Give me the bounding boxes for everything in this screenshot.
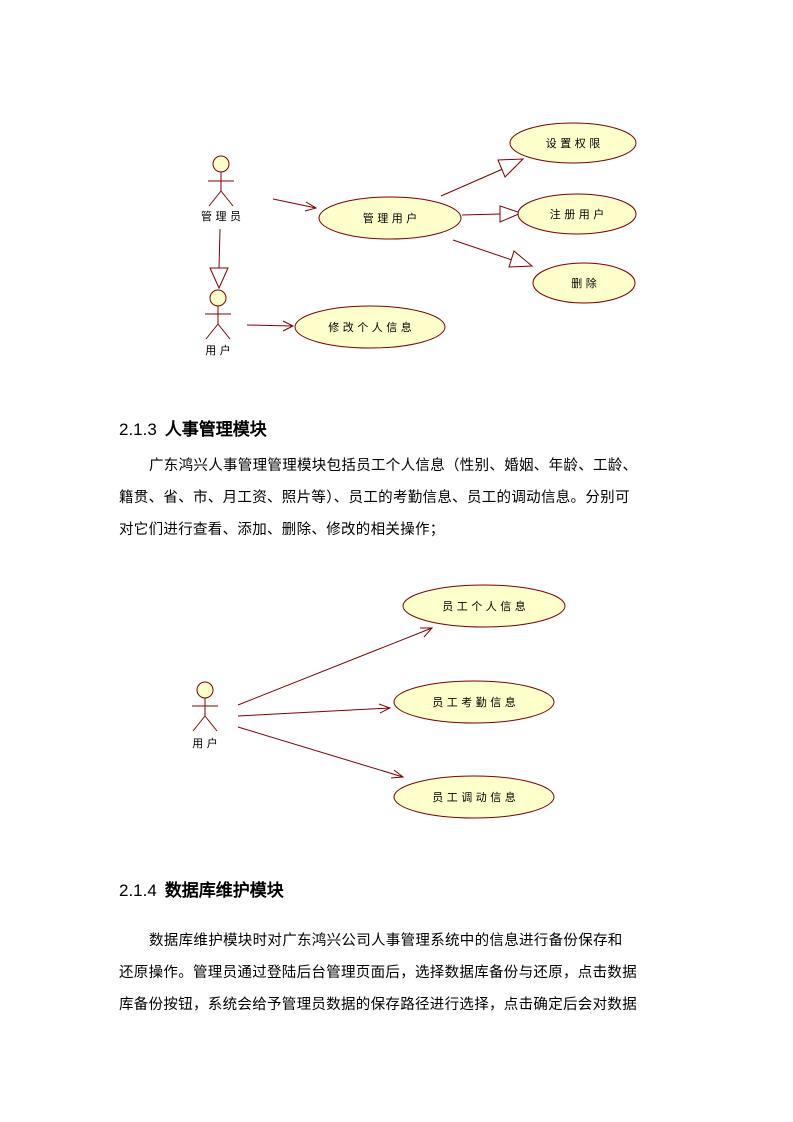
actor-user-label: 用 户 — [192, 736, 218, 750]
usecase-manage-users-label: 管 理 用 户 — [363, 211, 418, 225]
usecase-edit-info: 修 改 个 人 信 息 — [294, 305, 446, 349]
paragraph-line: 籍贯、省、市、月工资、照片等）、员工的考勤信息、员工的调动信息。分别可 — [119, 490, 630, 506]
actor-admin-label: 管 理 员 — [201, 209, 241, 223]
use-case-diagram-personnel: 用 户 员 工 个 人 信 息 员 工 考 勤 信 息 员 工 调 动 信 息 — [192, 584, 566, 819]
usecase-transfer-info-label: 员 工 调 动 信 息 — [432, 790, 515, 804]
usecase-set-permissions: 设 置 权 限 — [509, 122, 637, 164]
usecase-attendance-info-label: 员 工 考 勤 信 息 — [432, 695, 515, 709]
association-admin-manage — [272, 198, 318, 212]
usecase-register-user: 注 册 用 户 — [517, 193, 637, 235]
usecase-edit-info-label: 修 改 个 人 信 息 — [328, 320, 411, 334]
extend-manage-delete — [452, 239, 534, 268]
paragraph-line: 广东鸿兴人事管理管理模块包括员工个人信息（性别、婚姻、年龄、工龄、 — [149, 458, 638, 474]
actor-admin — [208, 155, 234, 207]
section-paragraph-2-1-3: 广东鸿兴人事管理管理模块包括员工个人信息（性别、婚姻、年龄、工龄、 籍贯、省、市… — [119, 450, 679, 546]
association-user-edit — [246, 320, 295, 332]
paragraph-line: 对它们进行查看、添加、删除、修改的相关操作； — [119, 522, 445, 538]
actor-user — [192, 681, 218, 732]
section-heading-2-1-4: 2.1.4 数据库维护模块 — [119, 876, 284, 901]
section-paragraph-2-1-4: 数据库维护模块时对广东鸿兴公司人事管理系统中的信息进行备份保存和 还原操作。管理… — [119, 925, 679, 1021]
actor-user — [205, 289, 231, 340]
usecase-delete: 删 除 — [532, 262, 636, 304]
paragraph-line: 库备份按钮，系统会给予管理员数据的保存路径进行选择，点击确定后会对数据 — [119, 997, 637, 1013]
usecase-delete-label: 删 除 — [571, 276, 597, 290]
usecase-set-permissions-label: 设 置 权 限 — [546, 137, 601, 150]
section-number: 2.1.4 — [119, 881, 157, 900]
association-user-attendance — [237, 703, 392, 717]
usecase-manage-users: 管 理 用 户 — [318, 196, 462, 240]
extend-manage-permissions — [440, 158, 525, 197]
use-case-diagram-admin: 管 理 员 用 户 管 理 用 户 — [201, 122, 637, 357]
extend-manage-register — [461, 205, 523, 223]
paragraph-line: 数据库维护模块时对广东鸿兴公司人事管理系统中的信息进行备份保存和 — [149, 933, 623, 949]
paragraph-line: 还原操作。管理员通过登陆后台管理页面后，选择数据库备份与还原，点击数据 — [119, 965, 637, 981]
section-title: 人事管理模块 — [164, 420, 267, 440]
usecase-personal-info: 员 工 个 人 信 息 — [402, 584, 566, 628]
usecase-register-user-label: 注 册 用 户 — [550, 207, 605, 221]
association-user-personal — [237, 627, 434, 706]
generalization-arrow — [209, 228, 229, 290]
usecase-transfer-info: 员 工 调 动 信 息 — [393, 775, 555, 819]
section-number: 2.1.3 — [119, 420, 157, 439]
usecase-attendance-info: 员 工 考 勤 信 息 — [393, 680, 555, 724]
section-heading-2-1-3: 2.1.3 人事管理模块 — [119, 415, 267, 440]
usecase-personal-info-label: 员 工 个 人 信 息 — [442, 599, 525, 613]
association-user-transfer — [237, 726, 405, 779]
section-title: 数据库维护模块 — [164, 881, 284, 901]
actor-user-label: 用 户 — [205, 343, 231, 357]
